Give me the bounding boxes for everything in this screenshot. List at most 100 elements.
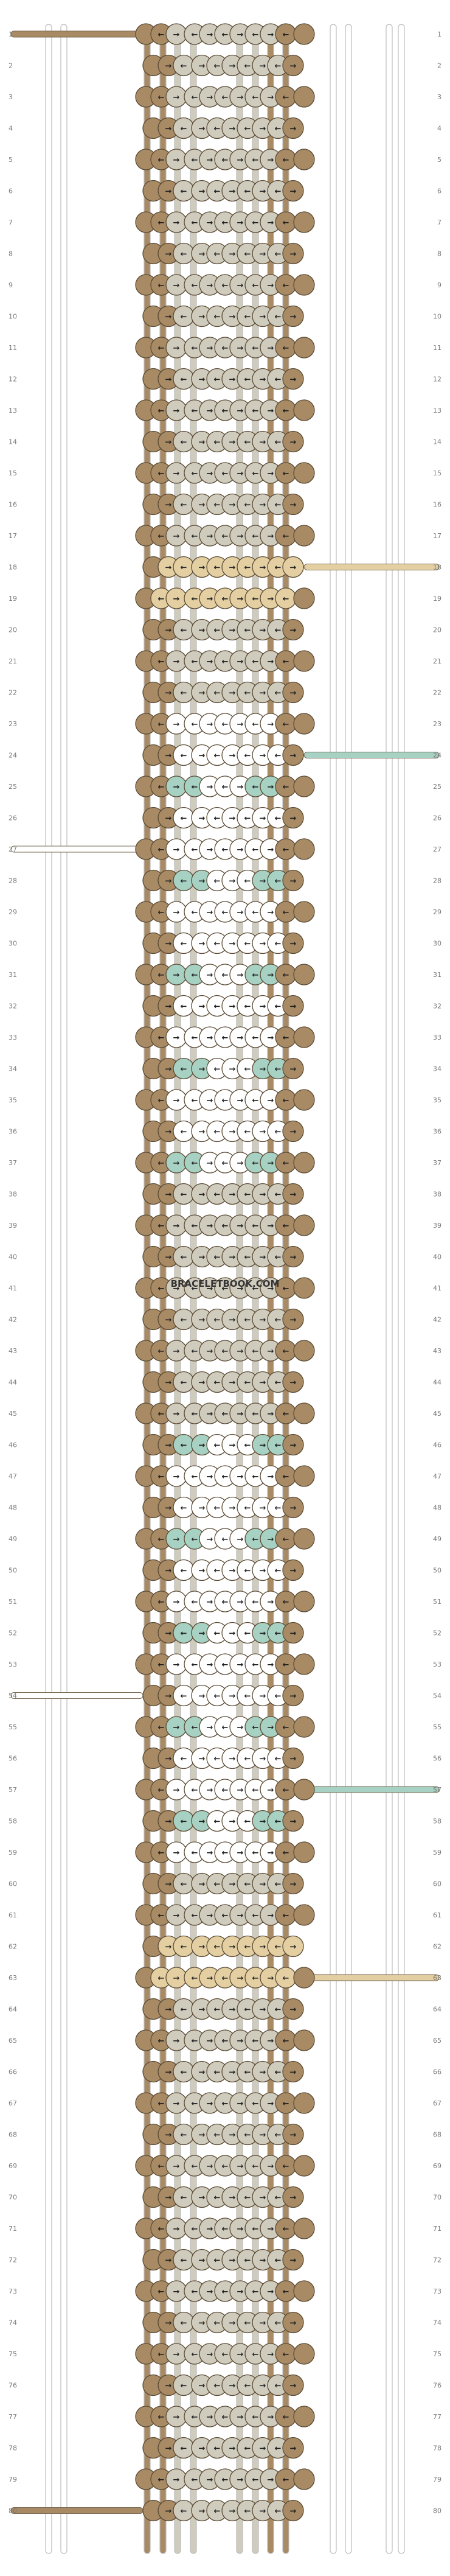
knot: ← xyxy=(184,964,206,985)
knot-direction-icon: → xyxy=(229,814,236,824)
knot-direction-icon: → xyxy=(290,125,297,134)
knot-direction-icon: → xyxy=(229,752,236,761)
row-label-right: 68 xyxy=(433,2131,441,2139)
knot-direction-icon: → xyxy=(173,657,180,667)
knot: ← xyxy=(275,713,297,735)
knot-direction-icon: → xyxy=(268,783,274,792)
knot: ← xyxy=(237,368,258,390)
knot: ← xyxy=(237,1183,258,1205)
knot-direction-icon: → xyxy=(165,2445,172,2454)
knot: ← xyxy=(173,54,195,77)
knot-direction-icon: ← xyxy=(158,1786,165,1795)
row-label-left: 80 xyxy=(9,2507,17,2515)
knot: ← xyxy=(173,430,195,453)
knot: → xyxy=(282,807,304,829)
knot: → xyxy=(191,2499,213,2522)
row-label-right: 4 xyxy=(437,125,441,133)
knot: → xyxy=(165,1152,187,1174)
knot: ← xyxy=(150,1089,172,1111)
row-label-left: 67 xyxy=(9,2099,17,2107)
knot: ← xyxy=(275,775,297,797)
knot-direction-icon: ← xyxy=(192,407,198,416)
knot-direction-icon: → xyxy=(260,2194,266,2203)
knot-direction-icon: ← xyxy=(181,2068,187,2077)
knot-direction-icon: ← xyxy=(244,1629,251,1639)
knot-direction-icon: ← xyxy=(192,30,198,40)
row-label-left: 71 xyxy=(9,2225,17,2233)
knot: ← xyxy=(184,1465,206,1487)
knot-direction-icon: ← xyxy=(222,1034,229,1043)
knot-direction-icon: → xyxy=(268,2037,274,2046)
knot-direction-icon: → xyxy=(199,187,206,197)
knot-direction-icon: → xyxy=(173,1535,180,1544)
knot-direction-icon: → xyxy=(229,1755,236,1764)
knot-direction-icon: → xyxy=(173,2350,180,2359)
knot-direction-icon: ← xyxy=(283,2037,289,2046)
knot-direction-icon: → xyxy=(173,1849,180,1858)
knot-direction-icon: → xyxy=(260,2006,266,2015)
knot-direction-icon: → xyxy=(199,1818,206,1827)
knot: → xyxy=(165,462,187,484)
row-label-right: 25 xyxy=(433,783,441,791)
knot: → xyxy=(165,337,187,359)
row-label-right: 31 xyxy=(433,971,441,979)
knot: → xyxy=(229,2029,251,2051)
knot-direction-icon: → xyxy=(290,1441,297,1451)
knot-direction-icon: → xyxy=(260,1379,266,1388)
knot: → xyxy=(165,2343,187,2365)
row-label-right: 39 xyxy=(433,1222,441,1230)
knot-direction-icon: ← xyxy=(244,877,251,886)
knot: → xyxy=(282,117,304,139)
knot: ← xyxy=(267,995,289,1017)
knot-direction-icon: → xyxy=(260,1692,266,1701)
knot: → xyxy=(282,1433,304,1456)
knot: → xyxy=(199,211,221,233)
knot-direction-icon: → xyxy=(207,1911,213,1920)
knot-direction-icon: → xyxy=(229,1316,236,1325)
knot: ← xyxy=(267,869,289,892)
knot: ← xyxy=(275,149,297,170)
knot-direction-icon: ← xyxy=(244,1441,251,1451)
knot: ← xyxy=(237,681,258,704)
knot-direction-icon: → xyxy=(260,1441,266,1451)
knot-direction-icon: ← xyxy=(214,187,221,197)
knot-direction-icon: → xyxy=(173,281,180,290)
knot-direction-icon: → xyxy=(199,940,206,949)
knot: → xyxy=(191,1371,213,1393)
knot-direction-icon: → xyxy=(237,1222,244,1231)
knot-direction-icon: ← xyxy=(275,1818,282,1827)
knot-direction-icon: → xyxy=(207,845,213,855)
knot-direction-icon: ← xyxy=(192,344,198,353)
knot: → xyxy=(229,901,251,923)
row-label-left: 19 xyxy=(9,595,17,603)
knot-direction-icon: → xyxy=(237,93,244,102)
knot-direction-icon: ← xyxy=(283,1472,289,1482)
knot-direction-icon: ← xyxy=(192,469,198,478)
knot-direction-icon: ← xyxy=(244,250,251,259)
row-label-left: 38 xyxy=(9,1191,17,1199)
knot-direction-icon: → xyxy=(290,2319,297,2328)
knot: ← xyxy=(173,180,195,202)
knot-direction-icon: → xyxy=(165,1003,172,1012)
knot-direction-icon: ← xyxy=(222,971,229,980)
knot: ← xyxy=(275,2029,297,2051)
row-label-left: 73 xyxy=(9,2287,17,2295)
tail-row-80 xyxy=(10,2507,144,2514)
knot-direction-icon: → xyxy=(229,125,236,134)
knot-direction-icon: ← xyxy=(244,1818,251,1827)
knot xyxy=(293,1904,315,1926)
knot: ← xyxy=(150,2280,172,2302)
knot: → xyxy=(165,86,187,108)
knot-direction-icon: ← xyxy=(158,595,165,604)
row-label-left: 74 xyxy=(9,2319,17,2327)
knot: ← xyxy=(214,1653,236,1675)
knot: → xyxy=(165,2155,187,2177)
knot-direction-icon: ← xyxy=(275,2382,282,2391)
knot-direction-icon: ← xyxy=(244,2319,251,2328)
knot: → xyxy=(282,1684,304,1707)
knot-direction-icon: ← xyxy=(222,407,229,416)
knot-direction-icon: ← xyxy=(222,1159,229,1168)
knot-direction-icon: → xyxy=(268,1849,274,1858)
knot-direction-icon: ← xyxy=(283,2287,289,2297)
knot: ← xyxy=(150,2343,172,2365)
